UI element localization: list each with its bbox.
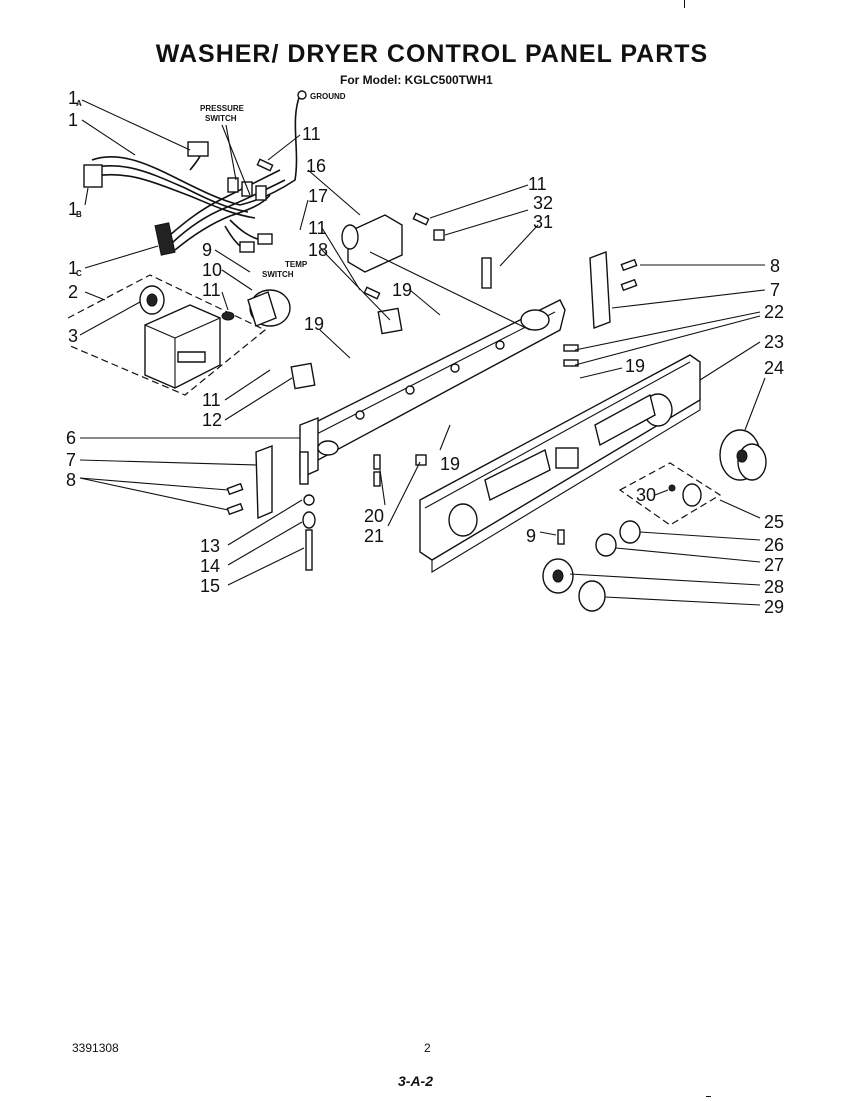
callout-13: 13 (200, 536, 220, 556)
ground-label: GROUND (310, 92, 346, 101)
callout-8-left: 8 (66, 470, 76, 490)
callout-11-c: 11 (308, 218, 327, 238)
page-title: WASHER/ DRYER CONTROL PANEL PARTS (155, 40, 709, 68)
callout-22: 22 (764, 302, 784, 322)
left-end-cap (255, 444, 309, 520)
model-subtitle: For Model: KGLC500TWH1 (340, 73, 493, 87)
temp-terminal-2 (239, 241, 255, 253)
right-end-cap (589, 251, 611, 329)
temp-terminal-1 (257, 233, 273, 245)
callout-30: 30 (636, 485, 656, 505)
callout-24: 24 (764, 358, 784, 378)
callout-15: 15 (200, 576, 220, 596)
callout-11-a: 11 (202, 280, 221, 300)
callout-1b-sub: B (76, 210, 82, 219)
callout-9-top: 9 (202, 240, 212, 260)
leader-lines (79, 99, 766, 606)
callout-7-right: 7 (770, 280, 780, 300)
pressure-switch-label-2: SWITCH (205, 114, 237, 123)
callout-26: 26 (764, 535, 784, 555)
knob-28 (542, 558, 574, 594)
timer-dashed-outline (67, 274, 267, 396)
callout-23: 23 (764, 332, 784, 352)
callout-1a: 1 (68, 88, 78, 108)
callout-1c-sub: C (76, 269, 82, 278)
callout-14: 14 (200, 556, 220, 576)
knob-26 (619, 520, 641, 544)
callout-18: 18 (308, 240, 328, 260)
knob-29 (578, 580, 606, 612)
pressure-terminal-2 (241, 181, 253, 197)
callout-32: 32 (533, 193, 553, 213)
callout-1: 1 (68, 110, 78, 130)
knob-24 (719, 429, 767, 481)
callout-11-d: 11 (528, 174, 547, 194)
knob-25-group (618, 462, 722, 526)
callout-17: 17 (308, 186, 328, 206)
callout-6: 6 (66, 428, 76, 448)
scan-mark-top (684, 0, 685, 8)
selector-switch (341, 214, 531, 331)
pressure-switch (221, 289, 291, 327)
callout-28: 28 (764, 577, 784, 597)
page-number: 2 (424, 1041, 431, 1055)
callout-9-bottom: 9 (526, 526, 536, 546)
callout-1b: 1 (68, 199, 78, 219)
pressure-switch-label-1: PRESSURE (200, 104, 245, 113)
callout-16: 16 (306, 156, 326, 176)
callout-19-d: 19 (440, 454, 460, 474)
callout-11-b: 11 (302, 124, 321, 144)
pressure-terminal-3 (255, 185, 267, 201)
callout-8-right: 8 (770, 256, 780, 276)
callout-25: 25 (764, 512, 784, 532)
scan-mark-bottom (706, 1096, 711, 1097)
callout-19-b: 19 (304, 314, 324, 334)
callout-10: 10 (202, 260, 222, 280)
temp-switch-label-2: SWITCH (262, 270, 294, 279)
callout-21: 21 (364, 526, 384, 546)
knob-27 (595, 533, 617, 557)
callout-7-left: 7 (66, 450, 76, 470)
callout-1a-sub: A (76, 99, 82, 108)
wire-harness (83, 90, 307, 256)
harness-connector-b (83, 164, 103, 188)
callout-27: 27 (764, 555, 784, 575)
timer-assembly (139, 285, 221, 389)
callout-19-c: 19 (625, 356, 645, 376)
harness-connector-c (154, 222, 176, 256)
callout-11-e: 11 (202, 390, 221, 410)
callout-3: 3 (68, 326, 78, 346)
callout-29: 29 (764, 597, 784, 617)
callout-20: 20 (364, 506, 384, 526)
harness-connector-a (187, 141, 209, 157)
callout-31: 31 (533, 212, 553, 232)
ground-terminal (297, 90, 307, 100)
page-code: 3-A-2 (398, 1073, 434, 1089)
document-number: 3391308 (72, 1041, 119, 1055)
callout-1c: 1 (68, 258, 78, 278)
temp-switch-label-1: TEMP (285, 260, 308, 269)
callout-12: 12 (202, 410, 222, 430)
callout-2: 2 (68, 282, 78, 302)
front-control-panel (419, 354, 701, 573)
callout-19-a: 19 (392, 280, 412, 300)
pressure-terminal-1 (227, 177, 239, 193)
